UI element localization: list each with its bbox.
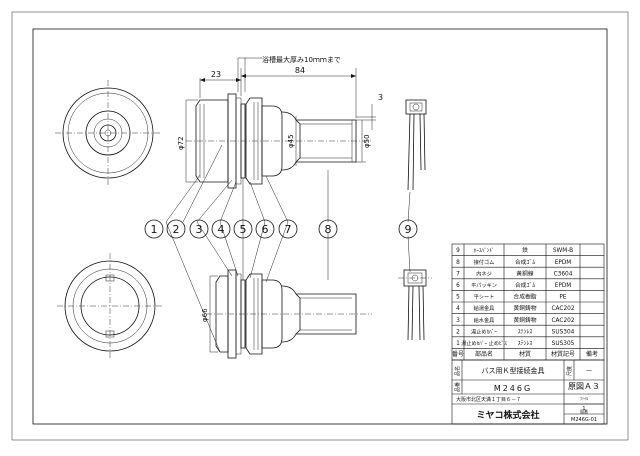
inner-border (32, 28, 608, 425)
callout-5 (233, 219, 253, 239)
table-cell-no: 7 (456, 271, 460, 277)
table-cell-material: 合成樹脂 (513, 293, 536, 301)
company-address: 大阪市北区天満１丁目６－７ (456, 396, 521, 403)
table-cell-spec: CAC202 (551, 306, 574, 312)
table-cell-material: 黄銅鋳物 (513, 304, 536, 312)
table-cell-material: 黄銅鋳物 (513, 316, 536, 324)
table-cell-no: 9 (456, 248, 460, 254)
callout-9 (398, 219, 418, 239)
table-cell-no: 5 (456, 295, 460, 301)
file-label: ﾌｧｲﾙ (580, 396, 588, 401)
callout-7 (278, 219, 298, 239)
dim-phi66: φ66 (201, 308, 209, 322)
title-name-label: 品名 (454, 366, 461, 376)
callout-2-label: 2 (173, 223, 180, 236)
callout-5-label: 5 (240, 223, 247, 236)
section-view-top (186, 93, 372, 189)
table-header-remarks: 備考 (586, 350, 598, 358)
sheet-size: 原図Ａ３ (568, 382, 600, 391)
callout-leaders (165, 144, 411, 353)
thickness-note: 浴槽最大厚み10ｍｍまで (262, 55, 341, 64)
table-header-name: 部品名 (475, 350, 493, 358)
table-header-spec: 材質記号 (551, 350, 575, 358)
table-cell-name: ﾎｰｽﾊﾞﾝﾄﾞ (474, 247, 495, 254)
table-cell-material: 合成ｺﾞﾑ (515, 258, 535, 266)
table-cell-material: 黄銅線 (516, 269, 534, 277)
table-cell-spec: SUS305 (552, 341, 575, 347)
table-header-no: 番号 (452, 351, 464, 358)
table-cell-material: 合成ｺﾞﾑ (515, 281, 535, 289)
callout-2 (166, 219, 186, 239)
table-cell-no: 2 (456, 329, 460, 335)
callout-1 (144, 219, 164, 239)
callout-4 (211, 219, 231, 239)
callout-7-label: 7 (285, 223, 292, 236)
callout-8-label: 8 (325, 223, 332, 236)
dim-84: 84 (295, 66, 305, 75)
table-cell-name: 内ネジ (476, 269, 492, 277)
table-cell-spec: EPDM (555, 260, 572, 266)
table-cell-spec: C3604 (554, 271, 573, 277)
table-cell-no: 4 (456, 306, 460, 312)
hose-band-top (405, 99, 427, 191)
table-cell-name: 平シート (474, 294, 495, 301)
hose-band-bottom (398, 269, 432, 341)
callout-1-label: 1 (151, 223, 158, 236)
table-cell-material: ｽﾃﾝﾚｽ (518, 340, 533, 347)
dim-3: 3 (378, 93, 383, 102)
dim-phi50: φ50 (363, 134, 371, 148)
end-view-top (55, 80, 161, 186)
product-code: M246G (494, 384, 532, 393)
section-view-bottom (206, 269, 372, 359)
product-name: バス用Ｋ型接続金具 (482, 366, 545, 375)
table-cell-spec: SWM-B (553, 248, 573, 254)
callout-3-label: 3 (196, 223, 203, 236)
callout-6 (255, 219, 275, 239)
file-value: 1 (582, 406, 585, 412)
dimensions-top (185, 57, 376, 183)
table-cell-material: 鉄 (522, 246, 528, 254)
drawing-number: M246G-01 (571, 417, 597, 423)
outer-border (11, 11, 629, 441)
scale-value: － (586, 367, 593, 375)
code-label: 品番 (454, 382, 461, 392)
dim-phi45: φ45 (287, 134, 295, 148)
end-view-bottom (57, 253, 163, 359)
table-cell-no: 1 (456, 341, 460, 347)
table-cell-no: 3 (456, 318, 460, 324)
dim-phi72: φ72 (177, 136, 185, 150)
callout-3 (189, 219, 209, 239)
table-cell-material: ｽﾃﾝﾚｽ (518, 328, 533, 335)
callout-9-label: 9 (405, 223, 412, 236)
table-cell-no: 8 (456, 260, 460, 266)
company-name: ミヤコ株式会社 (476, 409, 539, 421)
table-cell-name: 湯止めｶﾊﾞｰ (471, 327, 497, 335)
scale-label: 尺度 (566, 366, 573, 376)
callout-8 (318, 219, 338, 239)
table-cell-name: 湯止めｶﾊﾞｰ 止めﾋﾞｽ (461, 339, 507, 347)
title-block (451, 359, 605, 425)
callout-6-label: 6 (262, 223, 269, 236)
table-cell-spec: SUS304 (552, 329, 575, 335)
dim-23: 23 (211, 70, 221, 79)
table-cell-no: 6 (456, 283, 460, 289)
table-cell-name: 給湯金具 (474, 304, 495, 312)
table-cell-name: 接付ゴム (474, 258, 495, 266)
table-cell-name: 給水金具 (474, 316, 495, 324)
table-header-material: 材質 (519, 350, 531, 358)
table-cell-spec: CAC202 (551, 318, 574, 324)
table-cell-spec: PE (559, 295, 566, 301)
table-cell-name: 平パッキン (471, 282, 497, 289)
callout-4-label: 4 (218, 223, 225, 236)
table-cell-spec: EPDM (555, 283, 572, 289)
drawing-no-label: 図番 (580, 408, 588, 414)
